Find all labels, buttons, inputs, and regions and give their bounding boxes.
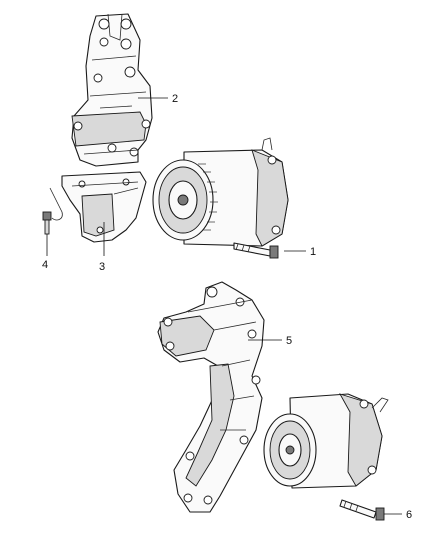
lower-bolt-drawing (339, 499, 385, 521)
upper-bolt-drawing (233, 242, 279, 259)
leader-lines (46, 97, 402, 515)
callout-3: 3 (99, 261, 105, 273)
callout-6: 6 (406, 509, 412, 521)
upper-compressor-drawing (152, 137, 289, 247)
large-bracket-drawing (157, 281, 265, 513)
callout-labels: 2 3 4 1 5 6 (42, 93, 412, 521)
callout-5: 5 (286, 335, 292, 347)
lower-bracket-drawing (61, 171, 147, 243)
stud-drawing (42, 187, 63, 235)
callout-4: 4 (42, 259, 48, 271)
lower-compressor-drawing (263, 393, 389, 489)
callout-1: 1 (310, 246, 316, 258)
upper-bracket-drawing (71, 13, 153, 167)
callout-2: 2 (172, 93, 178, 105)
